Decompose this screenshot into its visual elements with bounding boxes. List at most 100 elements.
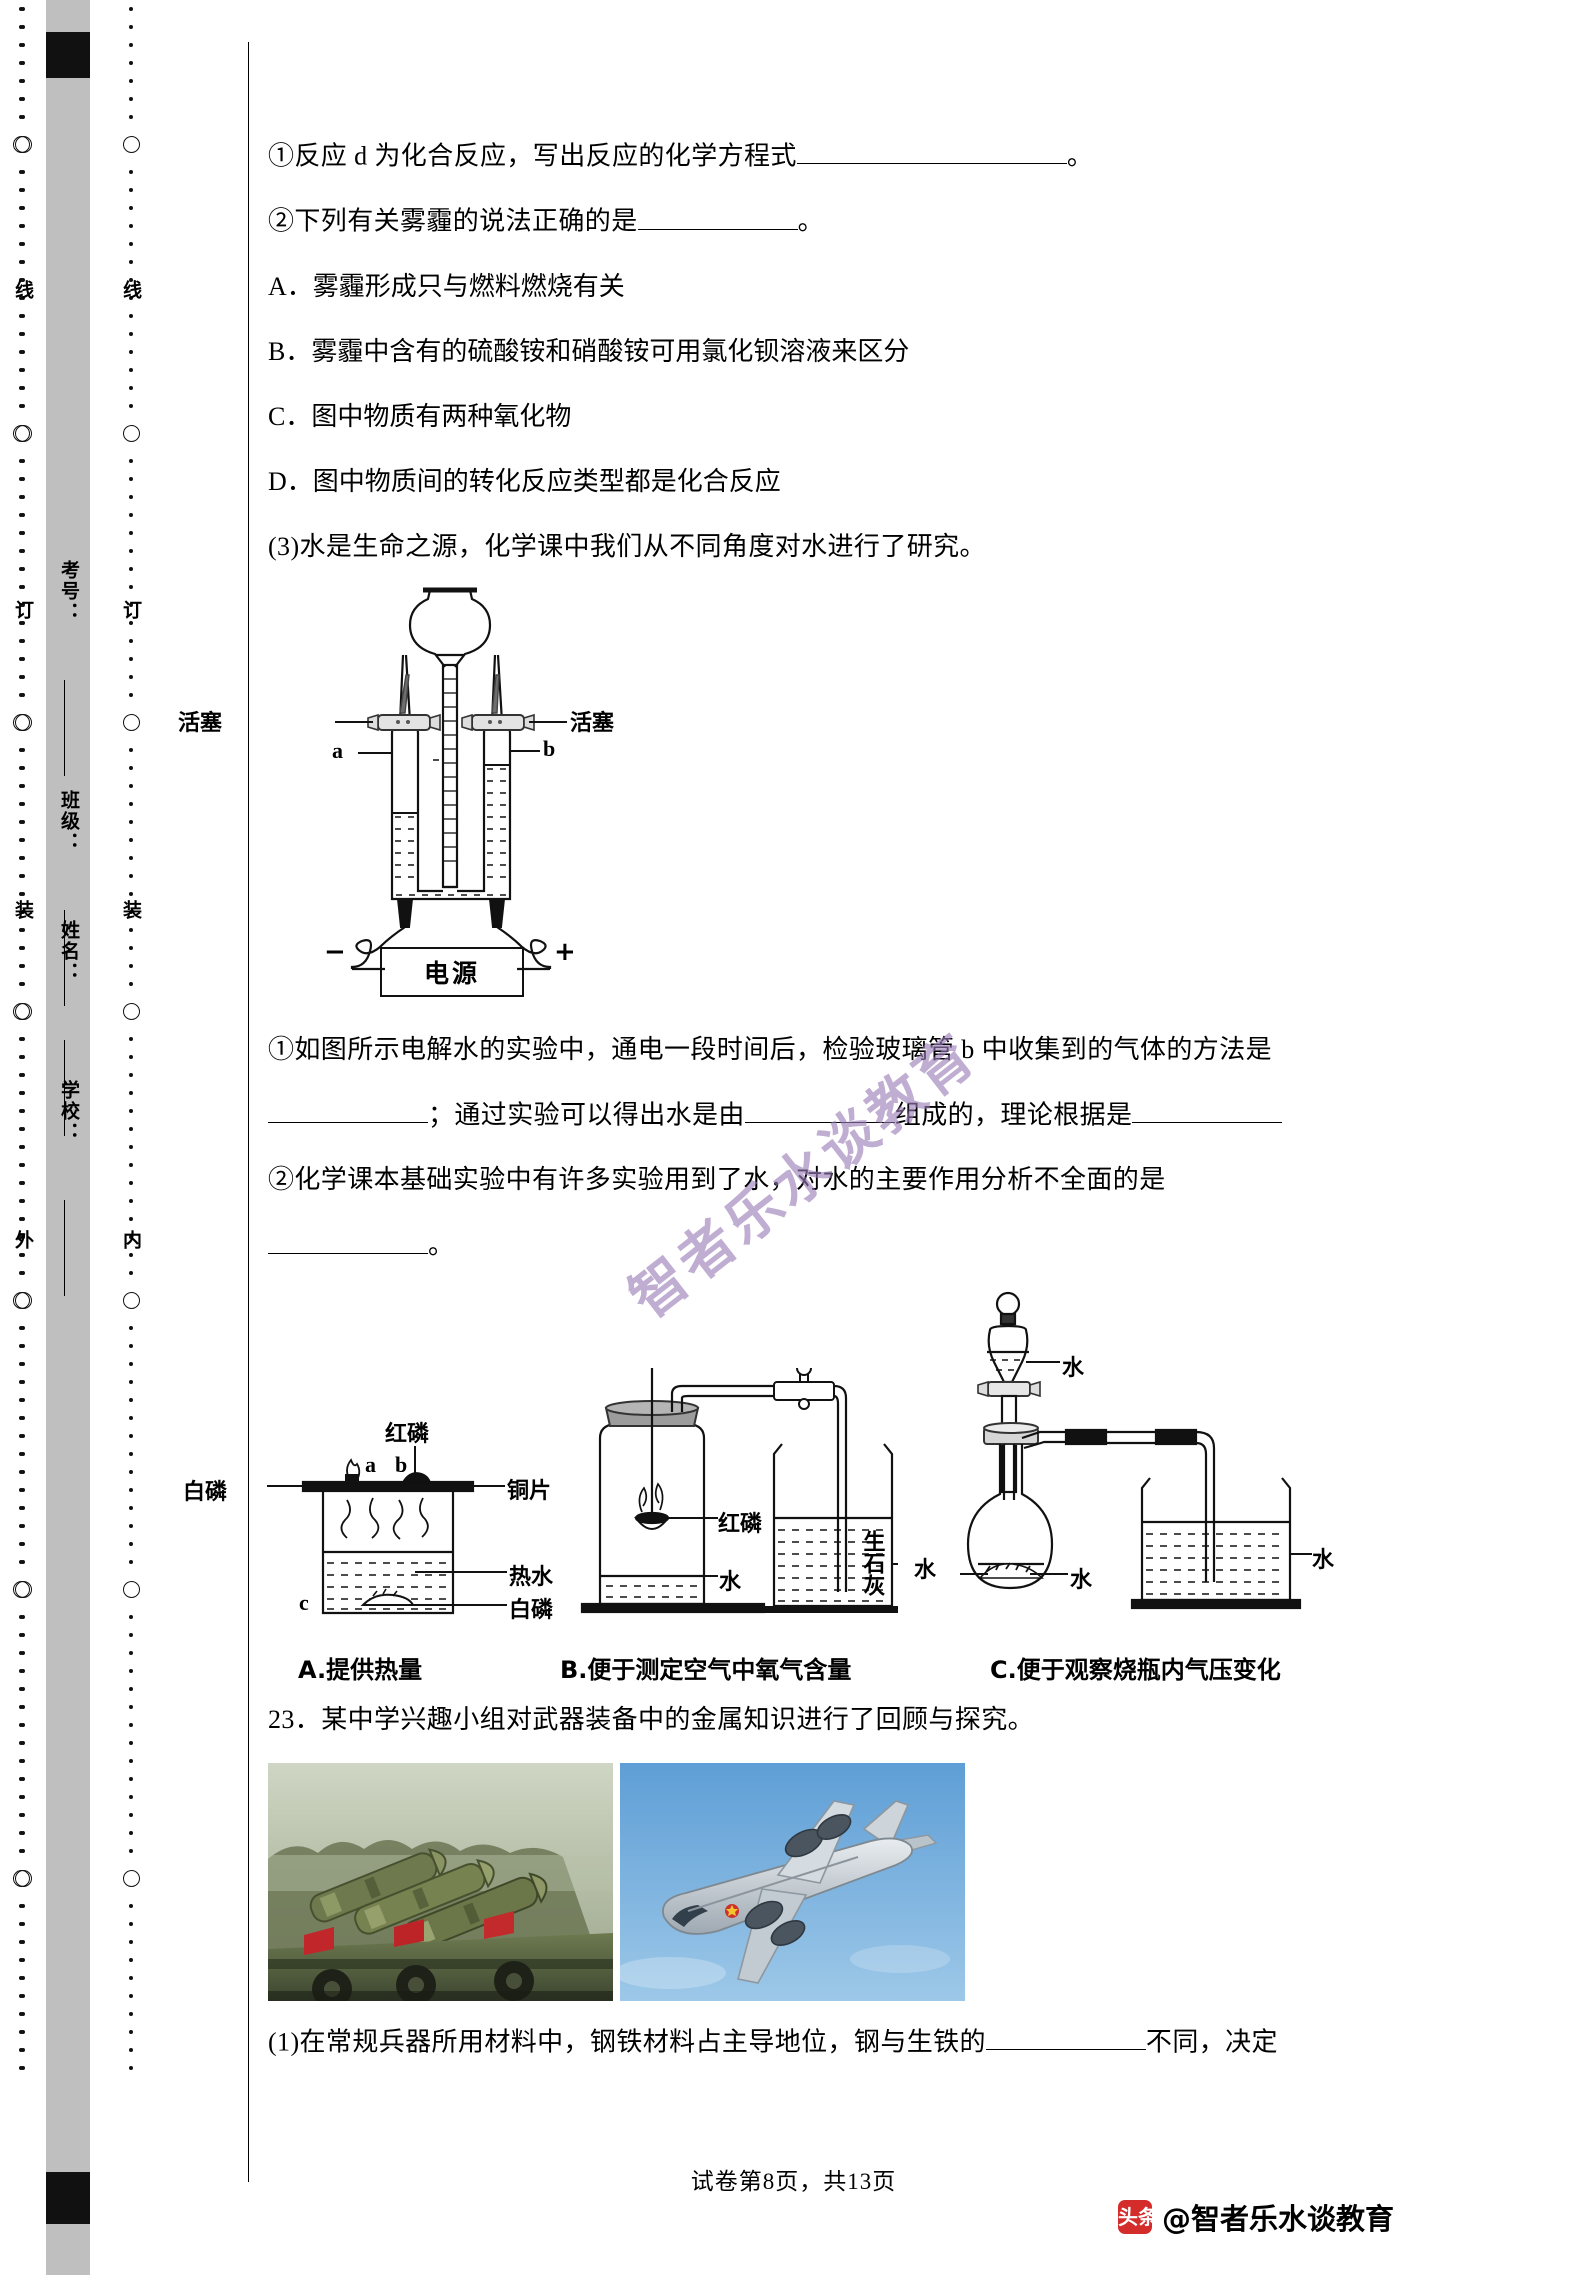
seal-dot-marker	[129, 278, 133, 282]
seal-dot-marker	[21, 224, 25, 228]
question-23-sub1: (1)在常规兵器所用材料中，钢铁材料占主导地位，钢与生铁的不同，决定	[268, 2022, 1278, 2061]
seal-dot-marker	[21, 1398, 25, 1402]
seal-dot-marker	[129, 603, 133, 607]
seal-dot-marker	[129, 1199, 133, 1203]
seal-dot-marker	[129, 7, 133, 11]
seal-word-ding-right: 订	[118, 600, 145, 621]
seal-dot-marker	[21, 1109, 25, 1113]
inner-label: 内	[118, 1230, 145, 1251]
answer-blank[interactable]	[268, 1095, 428, 1124]
seal-dot-marker	[129, 1904, 133, 1908]
label-point-a: a	[365, 1452, 376, 1478]
seal-dot-marker	[21, 1506, 25, 1510]
seal-dot-marker	[129, 2012, 133, 2016]
seal-dot-marker	[21, 1669, 25, 1673]
question-item-2-text: ②下列有关雾霾的说法正确的是	[268, 206, 638, 236]
seal-circle-marker	[14, 1003, 32, 1020]
field-rule-class	[64, 910, 66, 1006]
seal-dot-marker	[129, 206, 133, 210]
answer-blank[interactable]	[268, 1225, 428, 1254]
electrolysis-apparatus-figure: 活塞 活塞 a b − + 电源	[178, 555, 660, 997]
seal-dot-marker	[21, 1362, 25, 1366]
option-b: B．雾霾中含有的硫酸铵和硝酸铵可用氯化钡溶液来区分	[268, 332, 1468, 371]
power-source-box: 电源	[380, 947, 524, 997]
answer-blank[interactable]	[637, 201, 798, 230]
answer-blank[interactable]	[1132, 1095, 1283, 1124]
experiment-a-svg	[267, 1446, 507, 1615]
missile-launcher-photo	[268, 1763, 613, 2001]
seal-word-line-right: 线	[118, 280, 145, 301]
seal-dot-marker	[21, 1922, 25, 1926]
seal-dot-marker	[21, 386, 25, 390]
seal-dot-marker	[129, 693, 133, 697]
question-item-1: ①反应 d 为化合反应，写出反应的化学方程式。	[268, 136, 1468, 175]
tube-b-text: b	[543, 736, 556, 761]
seal-dot-marker	[21, 585, 25, 589]
seal-dot-marker	[21, 242, 25, 246]
seal-dot-marker	[21, 2012, 25, 2016]
seal-dot-marker	[129, 1434, 133, 1438]
seal-dot-marker	[21, 2066, 25, 2070]
seal-dot-marker	[21, 964, 25, 968]
option-text: 图中物质有两种氧化物	[311, 401, 572, 431]
label-text: 红磷	[385, 1422, 430, 1447]
seal-dot-marker	[21, 874, 25, 878]
question-23-text: 23．某中学兴趣小组对武器装备中的金属知识进行了回顾与探究。	[268, 1705, 1035, 1734]
seal-dot-marker	[21, 332, 25, 336]
seal-dot-marker	[129, 1037, 133, 1041]
answer-blank[interactable]	[744, 1095, 895, 1124]
seal-dot-marker	[129, 1398, 133, 1402]
seal-word-ding-left: 订	[10, 600, 37, 621]
seal-dot-marker	[129, 1741, 133, 1745]
label-text: 铜片	[507, 1479, 552, 1504]
sub-question-2-line1: ②化学课本基础实验中有许多实验用到了水，对水的主要作用分析不全面的是	[268, 1160, 1488, 1199]
seal-dot-marker	[21, 784, 25, 788]
sub-question-2-suffix: 。	[428, 1230, 455, 1260]
answer-blank[interactable]	[796, 136, 1067, 165]
label-text: 水	[1070, 1568, 1093, 1593]
seal-dot-marker	[21, 1759, 25, 1763]
seal-word-zhuang-left: 装	[10, 900, 37, 921]
answer-blank[interactable]	[985, 2022, 1146, 2051]
seal-dot-marker	[129, 2048, 133, 2052]
positive-terminal-text: +	[554, 937, 576, 967]
seal-circle-marker	[122, 1581, 140, 1598]
tube-a-label: a	[332, 738, 343, 764]
outer-label-text: 外	[12, 1230, 34, 1251]
page-number-text: 试卷第8页，共13页	[690, 2169, 897, 2194]
seal-dot-marker	[21, 2048, 25, 2052]
option-text: 雾霾中含有的硫酸铵和硝酸铵可用氯化钡溶液来区分	[311, 336, 910, 366]
seal-dot-marker	[21, 946, 25, 950]
label-red-phosphorus-b: 红磷	[718, 1506, 762, 1538]
field-label-text: 考号：	[58, 560, 80, 623]
seal-dot-marker	[21, 513, 25, 517]
seal-dot-marker	[21, 892, 25, 896]
seal-dot-marker	[129, 1759, 133, 1763]
seal-dot-marker	[21, 910, 25, 914]
positive-terminal-label: +	[554, 937, 576, 967]
seal-dot-marker	[21, 1037, 25, 1041]
seal-dot-marker	[129, 621, 133, 625]
seal-dot-marker	[21, 115, 25, 119]
seal-dot-marker	[21, 1633, 25, 1637]
seal-dot-marker	[21, 802, 25, 806]
seal-dot-marker	[129, 1271, 133, 1275]
seal-dot-marker	[21, 97, 25, 101]
seal-dot-marker	[21, 1073, 25, 1077]
seal-dot-marker	[21, 657, 25, 661]
seal-word-text: 订	[12, 600, 34, 621]
seal-dot-marker	[129, 766, 133, 770]
seal-dot-marker	[21, 1488, 25, 1492]
seal-dot-marker	[129, 1615, 133, 1619]
seal-dot-marker	[129, 1181, 133, 1185]
seal-dot-marker	[21, 1795, 25, 1799]
seal-dot-marker	[129, 1145, 133, 1149]
seal-dot-marker	[21, 1940, 25, 1944]
field-label-text: 姓名：	[58, 920, 80, 983]
seal-word-zhuang-right: 装	[118, 900, 145, 921]
label-water-funnel-c: 水	[1062, 1350, 1084, 1382]
seal-dot-marker	[21, 1380, 25, 1384]
seal-dot-marker	[21, 1976, 25, 1980]
seal-dot-marker	[21, 278, 25, 282]
seal-dot-marker	[21, 1434, 25, 1438]
